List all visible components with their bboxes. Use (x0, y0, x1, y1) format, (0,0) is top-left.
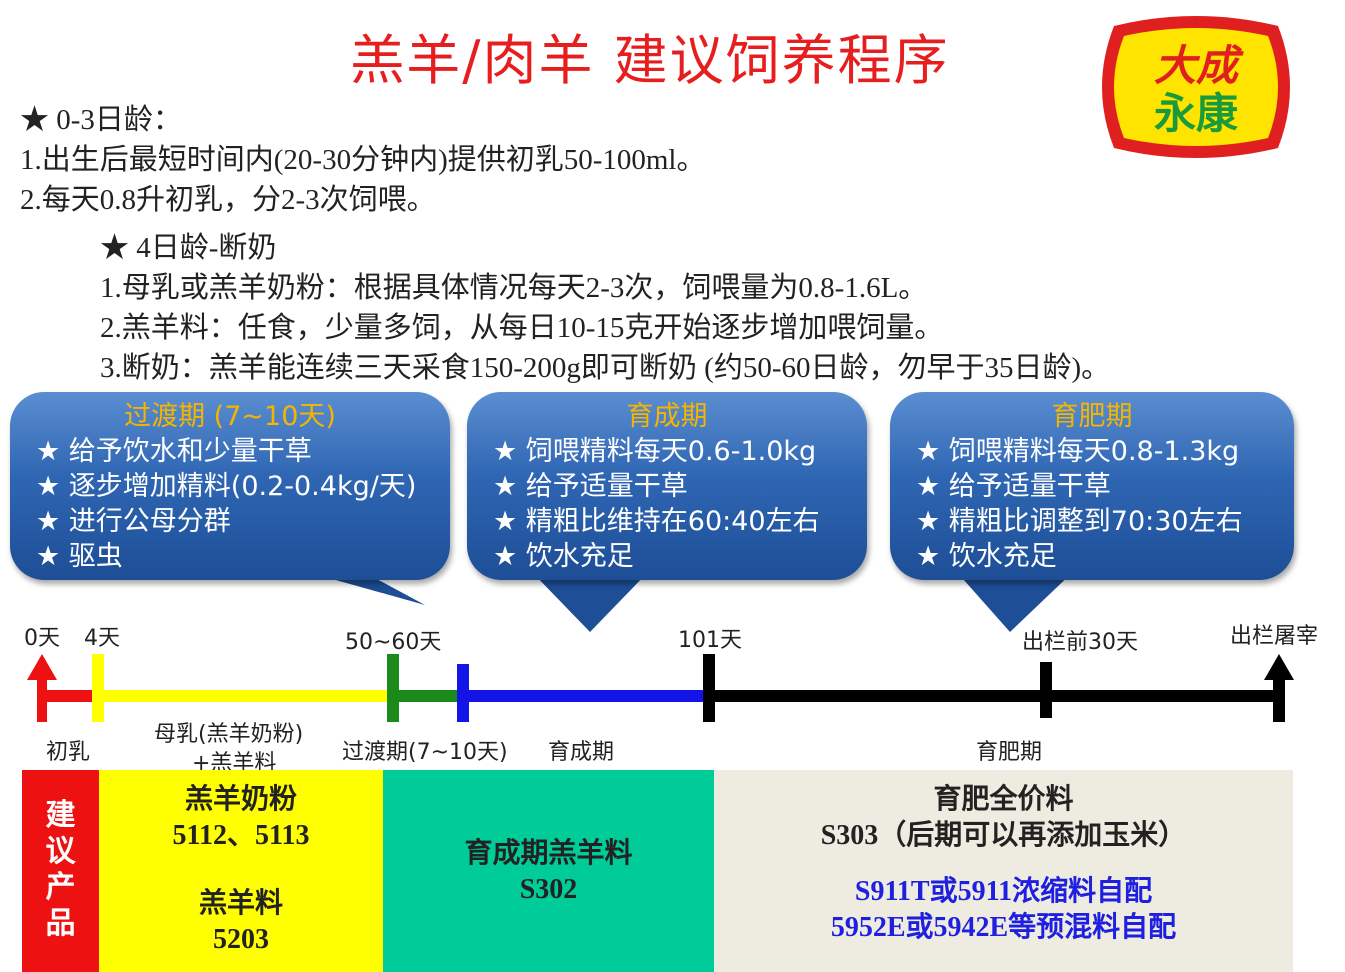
products-milk-cell: 羔羊奶粉 5112、5113 羔羊料 5203 (99, 770, 383, 972)
section1-heading: ★ 0-3日龄： (20, 104, 182, 136)
segment-growing (463, 690, 709, 702)
product-fattening-concentrate: S911T或5911浓缩料自配 5952E或5942E等预混料自配 (830, 876, 1177, 943)
phase-label-transition: 过渡期(7~10天) (342, 740, 508, 765)
bubble-item: ★ 给予适量干草 (493, 471, 688, 502)
section-4-days-weaning: ★ 4日龄-断奶 1.母乳或羔羊奶粉：根据具体情况每天2-3次，饲喂量为0.8-… (100, 228, 1110, 388)
bubble-item: ★ 给予饮水和少量干草 (36, 436, 312, 467)
segment-transition (393, 690, 463, 702)
section2-item: 3.断奶：羔羊能连续三天采食150-200g即可断奶 (约50-60日龄，勿早于… (100, 352, 1111, 384)
bubble-title: 育成期 (626, 401, 708, 432)
product-lamb-feed: 羔羊料 5203 (198, 888, 283, 955)
phase-label-growing: 育成期 (548, 740, 615, 765)
segment-milk (97, 690, 393, 702)
bubble-item: ★ 饲喂精料每天0.6-1.0kg (493, 436, 817, 467)
product-growing-feed: 育成期羔羊料 S302 (464, 838, 633, 905)
marker-day50 (387, 654, 399, 722)
end-arrow-icon (1264, 654, 1294, 680)
bubble-item: ★ 逐步增加精料(0.2-0.4kg/天) (36, 471, 417, 502)
products-growing-cell: 育成期羔羊料 S302 (383, 770, 714, 972)
section1-item: 2.每天0.8升初乳，分2-3次饲喂。 (20, 184, 436, 216)
products-label-cell: 建 议 产 品 (22, 770, 99, 972)
timeline-label-day4: 4天 (84, 626, 120, 651)
bubble-item: ★ 驱虫 (36, 541, 123, 572)
section2-heading: ★ 4日龄-断奶 (100, 232, 277, 264)
segment-colostrum (37, 690, 97, 702)
bubble-growing: 育成期 ★ 饲喂精料每天0.6-1.0kg ★ 给予适量干草 ★ 精粗比维持在6… (467, 392, 867, 580)
logo-line2: 永康 (1154, 89, 1238, 138)
product-milk-powder: 羔羊奶粉 5112、5113 (172, 784, 310, 851)
products-label-char: 产 (45, 871, 76, 904)
marker-day101 (703, 654, 715, 722)
timeline-label-day101: 101天 (678, 628, 742, 653)
bubble-transition: 过渡期 (7~10天) ★ 给予饮水和少量干草 ★ 逐步增加精料(0.2-0.4… (10, 392, 450, 580)
timeline-label-slaughter: 出栏屠宰 (1230, 624, 1319, 649)
section2-item: 2.羔羊料：任食，少量多饲，从每日10-15克开始逐步增加喂饲量。 (100, 312, 944, 344)
marker-transition-end (457, 664, 469, 722)
bubble-item: ★ 饮水充足 (916, 541, 1057, 572)
bubble-fattening: 育肥期 ★ 饲喂精料每天0.8-1.3kg ★ 给予适量干草 ★ 精粗比调整到7… (890, 392, 1294, 580)
phase-label-colostrum: 初乳 (46, 740, 91, 765)
logo-line1: 大成 (1154, 41, 1244, 90)
marker-pre-slaughter (1040, 662, 1052, 718)
timeline-bar (27, 654, 1294, 722)
page-title: 羔羊/肉羊 建议饲养程序 (350, 29, 950, 92)
marker-day4 (92, 654, 104, 722)
bubble-item: ★ 精粗比维持在60:40左右 (493, 506, 820, 537)
bubble-pointer-fattening (955, 570, 1075, 632)
bubble-item: ★ 饲喂精料每天0.8-1.3kg (916, 436, 1240, 467)
bubble-pointer-growing (530, 570, 650, 632)
brand-logo: 大成 永康 (1094, 12, 1298, 162)
bubble-title: 育肥期 (1051, 401, 1133, 432)
phase-label-fattening: 育肥期 (976, 740, 1043, 765)
products-label-char: 建 (45, 799, 76, 832)
start-arrow-icon (27, 654, 57, 680)
timeline-label-pre-slaughter: 出栏前30天 (1022, 630, 1138, 655)
products-label-char: 品 (45, 907, 76, 940)
section-0-3-days: ★ 0-3日龄： 1.出生后最短时间内(20-30分钟内)提供初乳50-100m… (20, 100, 706, 220)
timeline-label-day50-60: 50~60天 (345, 630, 442, 655)
phase-label-milk: 母乳(羔羊奶粉) (154, 722, 304, 747)
bubble-item: ★ 进行公母分群 (36, 506, 231, 537)
segment-fattening (709, 690, 1279, 702)
products-label-char: 议 (45, 835, 76, 868)
product-fattening-feed: 育肥全价料 S303（后期可以再添加玉米） (820, 784, 1187, 851)
products-fattening-cell: 育肥全价料 S303（后期可以再添加玉米） S911T或5911浓缩料自配 59… (714, 770, 1293, 972)
section2-item: 1.母乳或羔羊奶粉：根据具体情况每天2-3次，饲喂量为0.8-1.6L。 (100, 272, 928, 304)
bubble-item: ★ 饮水充足 (493, 541, 634, 572)
timeline-label-day0: 0天 (24, 626, 60, 651)
bubble-item: ★ 给予适量干草 (916, 471, 1111, 502)
section1-item: 1.出生后最短时间内(20-30分钟内)提供初乳50-100ml。 (20, 144, 706, 176)
bubble-title: 过渡期 (7~10天) (124, 401, 336, 432)
bubble-item: ★ 精粗比调整到70:30左右 (916, 506, 1243, 537)
